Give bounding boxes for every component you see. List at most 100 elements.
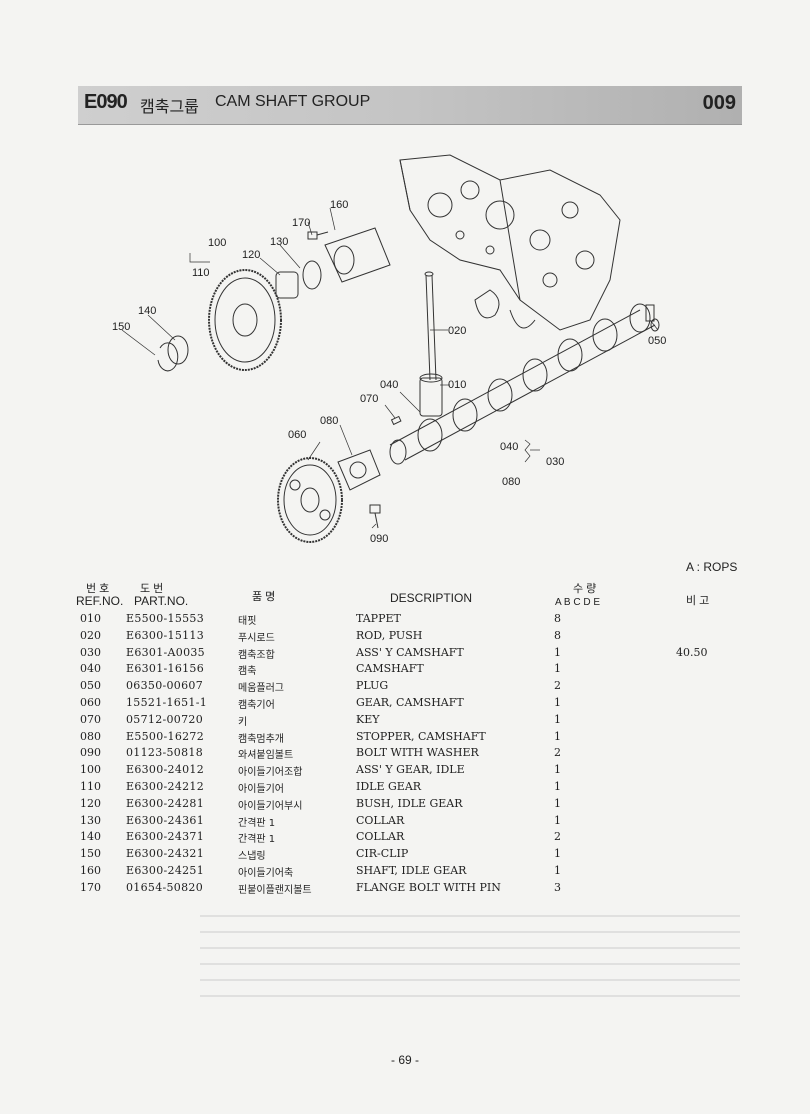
cell-quantity: 2 (554, 679, 561, 693)
cell-ref-no: 080 (80, 729, 101, 743)
collar-130-drawing (302, 260, 322, 290)
cell-description: CAMSHAFT (356, 662, 424, 676)
header-name-korean: 품 명 (252, 591, 276, 603)
header-part-korean: 도 번 (140, 583, 164, 595)
cell-quantity: 1 (554, 763, 561, 777)
cell-quantity: 1 (554, 645, 561, 659)
cell-quantity: 2 (554, 746, 561, 760)
cell-part-no: E6300-24321 (126, 847, 205, 861)
cell-part-no: E5500-16272 (126, 729, 205, 743)
cell-name-korean: 캠축 (238, 666, 257, 678)
cell-part-no: E6300-24212 (126, 780, 205, 793)
leader-lines (121, 207, 659, 529)
cell-description: ASS' Y CAMSHAFT (356, 645, 464, 659)
cell-part-no: 05712-00720 (126, 712, 204, 726)
label-080-group: 080 (502, 476, 520, 488)
page-number: - 69 - (390, 1053, 419, 1067)
cell-ref-no: 040 (80, 662, 101, 676)
cell-ref-no: 070 (80, 712, 101, 726)
cell-ref-no: 060 (80, 696, 101, 709)
header-ref-korean: 번 호 (86, 583, 110, 595)
cell-name-korean: 메움플러그 (238, 683, 284, 695)
label-060: 060 (288, 429, 306, 441)
cell-description: SHAFT, IDLE GEAR (356, 864, 467, 877)
circlip-drawing (157, 342, 179, 372)
cell-remarks: 40.50 (676, 645, 708, 659)
cell-ref-no: 150 (80, 847, 101, 861)
cell-part-no: E6300-15113 (126, 628, 205, 642)
cell-name-korean: 간격판 1 (238, 834, 276, 846)
cell-quantity: 1 (554, 662, 561, 676)
stopper-drawing (337, 449, 381, 491)
label-050: 050 (648, 335, 666, 347)
label-110: 110 (192, 267, 210, 279)
camshaft-gear-drawing (277, 457, 343, 543)
section-header: E090 캠축그룹 CAM SHAFT GROUP 009 (78, 86, 742, 125)
label-030: 030 (546, 456, 564, 468)
header-qty-korean: 수 량 (573, 583, 597, 595)
cell-part-no: E6301-A0035 (126, 645, 205, 659)
cell-name-korean: 아이들기어축 (238, 868, 294, 879)
label-140: 140 (138, 305, 156, 317)
rops-note: A : ROPS (686, 560, 738, 574)
cell-ref-no: 020 (80, 628, 101, 642)
idle-gear-shaft-drawing (324, 227, 391, 283)
stopper-hole (349, 461, 367, 479)
label-160: 160 (330, 199, 348, 211)
table-row: 040 E6301-16156 캠축 CAMSHAFT 1 (0, 662, 810, 678)
header-description: DESCRIPTION (390, 591, 473, 605)
cell-name-korean: 키 (238, 716, 248, 728)
cell-ref-no: 130 (80, 813, 101, 827)
cell-ref-no: 120 (80, 796, 101, 810)
cell-description: TAPPET (356, 612, 401, 625)
cell-part-no: E6300-24251 (126, 864, 205, 877)
cell-ref-no: 090 (80, 746, 101, 760)
cell-part-no: E6300-24281 (126, 796, 205, 810)
section-title-korean: 캠축그룹 (140, 97, 199, 116)
cell-description: KEY (356, 712, 380, 726)
cell-ref-no: 050 (80, 679, 101, 693)
cell-name-korean: 푸시로드 (238, 632, 275, 644)
header-part-no: PART.NO. (134, 594, 189, 608)
cell-description: PLUG (356, 679, 389, 693)
label-010: 010 (448, 379, 466, 391)
cell-description: STOPPER, CAMSHAFT (356, 729, 486, 743)
cell-ref-no: 140 (80, 830, 101, 844)
cell-name-korean: 간격판 1 (238, 817, 276, 829)
cell-ref-no: 100 (80, 763, 101, 777)
label-040: 040 (380, 379, 398, 391)
cell-name-korean: 태핏 (238, 616, 257, 627)
cell-part-no: E5500-15553 (126, 612, 205, 625)
cell-quantity: 1 (554, 813, 561, 827)
parts-table-header: 번 호 REF.NO. 도 번 PART.NO. 품 명 DESCRIPTION… (0, 580, 810, 610)
cell-name-korean: 스냅링 (238, 851, 266, 863)
label-100: 100 (208, 237, 226, 249)
cell-description: BOLT WITH WASHER (356, 746, 479, 760)
label-130: 130 (270, 236, 288, 248)
engine-block-drawing (399, 154, 621, 331)
cell-name-korean: 핀붙이플랜지볼트 (238, 884, 312, 896)
cell-ref-no: 170 (80, 880, 101, 894)
cell-name-korean: 캠축조합 (238, 649, 275, 661)
cell-description: BUSH, IDLE GEAR (356, 796, 463, 810)
collar-140-drawing (167, 335, 189, 365)
bush-drawing (275, 271, 299, 299)
cell-name-korean: 아이들기어조합 (238, 767, 303, 779)
bleed-through-shadow (200, 915, 740, 1005)
cell-quantity: 2 (554, 830, 561, 844)
header-remarks-korean: 비 고 (686, 595, 710, 607)
camshaft-drawing (389, 303, 660, 465)
section-page-code: 009 (702, 92, 736, 114)
header-qty-columns: A B C D E (555, 597, 601, 608)
label-080: 080 (320, 415, 338, 427)
cell-part-no: E6301-16156 (126, 662, 205, 676)
